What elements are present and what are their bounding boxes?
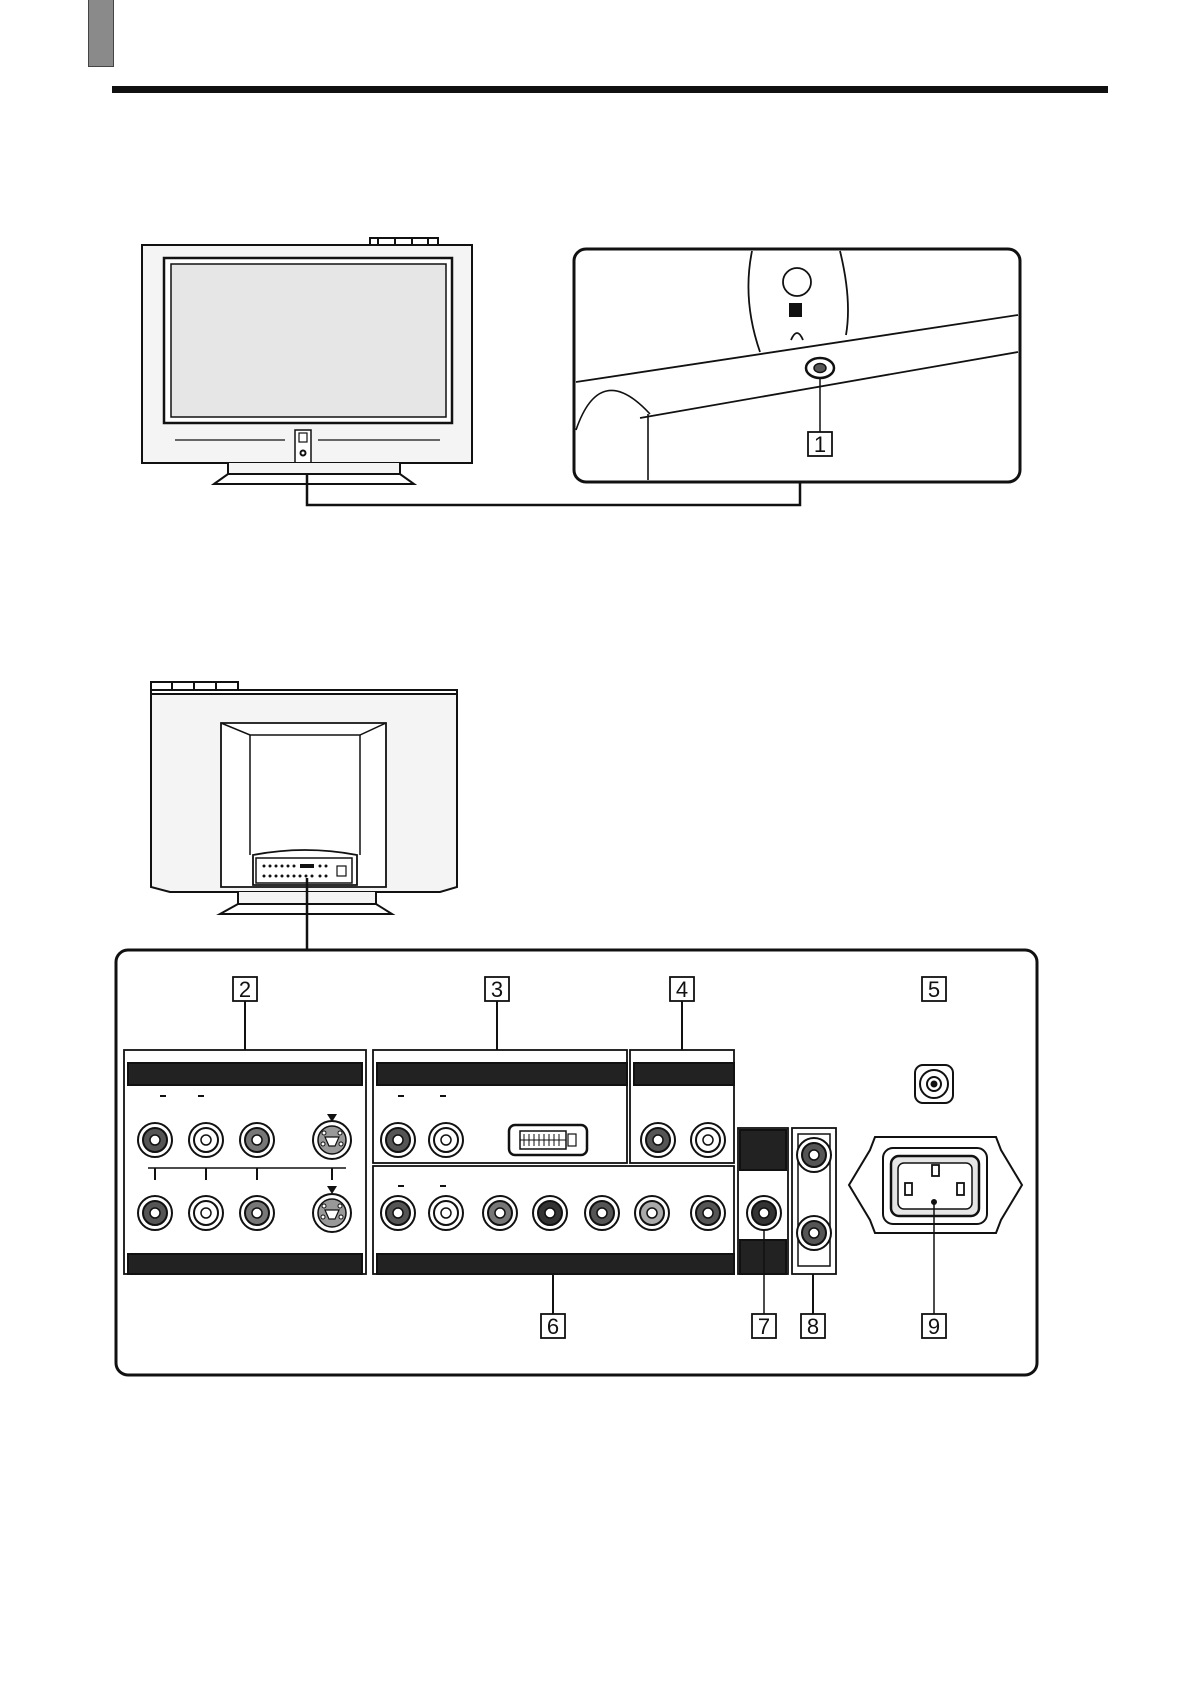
callout-4: 4 [670, 977, 694, 1002]
rca-jack-g4-0 [641, 1123, 675, 1157]
front-detail-zoom [574, 249, 1020, 482]
rear-panel-detail [116, 950, 1037, 1375]
callout-2-label: 2 [239, 977, 251, 1002]
callout-8-label: 8 [807, 1314, 819, 1339]
rca-jack-g6-6 [691, 1196, 725, 1230]
rca-jack-g6-0 [381, 1196, 415, 1230]
rca-jack-g6-3 [533, 1196, 567, 1230]
ir-sensor-icon [790, 304, 801, 316]
callout-4-label: 4 [676, 977, 688, 1002]
callout-5-label: 5 [928, 977, 940, 1002]
rca-jack-lower-2 [240, 1196, 274, 1230]
callout-6-label: 6 [547, 1314, 559, 1339]
callout-5: 5 [922, 977, 946, 1002]
rca-jack-g7 [747, 1196, 781, 1230]
tv-rear-view [151, 682, 457, 914]
rca-jack-g6-1 [429, 1196, 463, 1230]
callout-9: 9 [922, 1314, 946, 1339]
rca-jack-g3-0 [381, 1123, 415, 1157]
rca-jack-lower-1 [189, 1196, 223, 1230]
rca-jack-g6-5 [635, 1196, 669, 1230]
rca-jack-upper-0 [138, 1123, 172, 1157]
rca-jack-g8-1 [797, 1216, 831, 1250]
callout-7-label: 7 [758, 1314, 770, 1339]
callout-1: 1 [808, 432, 832, 457]
callout-3: 3 [485, 977, 509, 1002]
rca-jack-lower-0 [138, 1196, 172, 1230]
rca-jack-g8-0 [797, 1138, 831, 1172]
callout-6: 6 [541, 1314, 565, 1339]
callout-1-label: 1 [814, 432, 826, 457]
rca-jack-g4-1 [691, 1123, 725, 1157]
tv-front-view [142, 238, 472, 484]
headphone-jack [814, 364, 826, 373]
callout-9-label: 9 [928, 1314, 940, 1339]
rca-jack-g6-4 [585, 1196, 619, 1230]
antenna-jack-icon [915, 1065, 953, 1103]
rca-jack-g3-1 [429, 1123, 463, 1157]
callout-3-label: 3 [491, 977, 503, 1002]
rca-jack-g6-2 [483, 1196, 517, 1230]
callout-8: 8 [801, 1314, 825, 1339]
callout-2: 2 [233, 977, 257, 1002]
callout-7: 7 [752, 1314, 776, 1339]
svideo-jack-icon [313, 1121, 351, 1159]
rca-jack-upper-1 [189, 1123, 223, 1157]
rca-jack-upper-2 [240, 1123, 274, 1157]
svideo-jack-icon [313, 1194, 351, 1232]
